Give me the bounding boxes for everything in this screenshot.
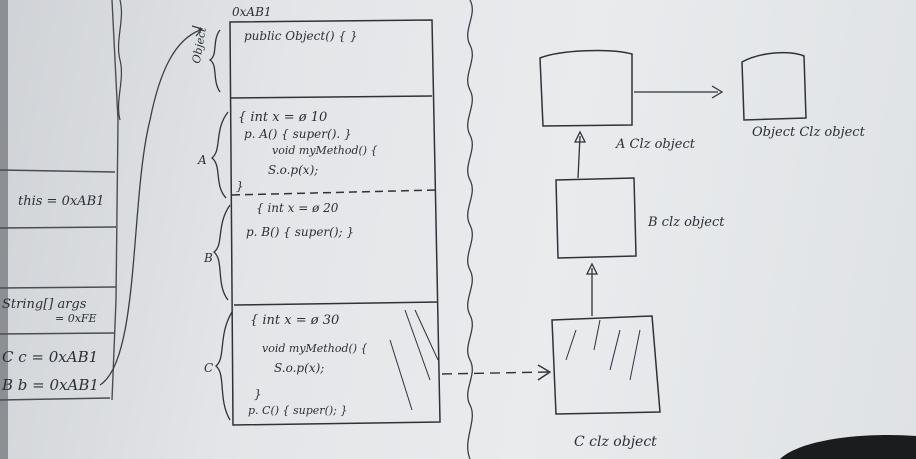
args-line-1: String[] args [2, 297, 87, 312]
object-line-1: public Object() { } [244, 29, 357, 43]
c-class-label: C clz object [574, 434, 657, 450]
b-line-1: { int x = ø 20 [256, 201, 339, 215]
c-line-4: } [254, 387, 262, 401]
b-class-box [555, 177, 637, 259]
c-line-2: void myMethod() { [262, 342, 368, 355]
reference-arrow [99, 29, 201, 386]
divider-squiggle-left [117, 0, 123, 121]
section-braces [208, 29, 233, 421]
c-line-1: { int x = ø 30 [250, 313, 339, 328]
object-section-label: Object [190, 26, 209, 65]
b-class-label: B clz object [647, 215, 725, 230]
stack-frame [0, 0, 119, 401]
a-line-5: } [236, 179, 244, 193]
a-line-2: p. A() { super(). } [244, 127, 352, 141]
b-ref: B b = 0xAB1 [1, 376, 99, 394]
heap-to-class-arrowhead [537, 364, 552, 381]
this-ref: this = 0xAB1 [18, 194, 104, 209]
c-section-label: C [204, 361, 213, 375]
b-section-label: B [203, 251, 213, 265]
object-class-label: Object Clz object [752, 125, 866, 140]
divider-squiggle-right [467, 0, 473, 459]
inheritance-arrows [573, 85, 724, 316]
heap-to-class-arrow [441, 371, 549, 375]
class-object-boxes [539, 49, 807, 415]
a-line-1: { int x = ø 10 [238, 110, 327, 125]
head-silhouette [780, 434, 916, 459]
a-line-4: S.o.p(x); [268, 163, 318, 177]
c-line-5: p. C() { super(); } [248, 404, 347, 417]
reference-arrowhead [191, 25, 204, 37]
c-line-3: S.o.p(x); [274, 361, 324, 375]
heap-object-box [229, 19, 441, 426]
object-class-box [741, 51, 807, 121]
b-line-2: p. B() { super(); } [246, 225, 354, 239]
heap-address: 0xAB1 [232, 5, 272, 19]
board-edge [0, 0, 8, 459]
a-class-box [539, 49, 633, 127]
a-section-label: A [197, 153, 207, 167]
c-ref: C c = 0xAB1 [2, 348, 98, 366]
args-line-2: = 0xFE [55, 312, 97, 325]
a-line-3: void myMethod() { [272, 144, 378, 157]
c-class-box [551, 315, 661, 415]
a-class-label: A Clz object [615, 137, 696, 152]
